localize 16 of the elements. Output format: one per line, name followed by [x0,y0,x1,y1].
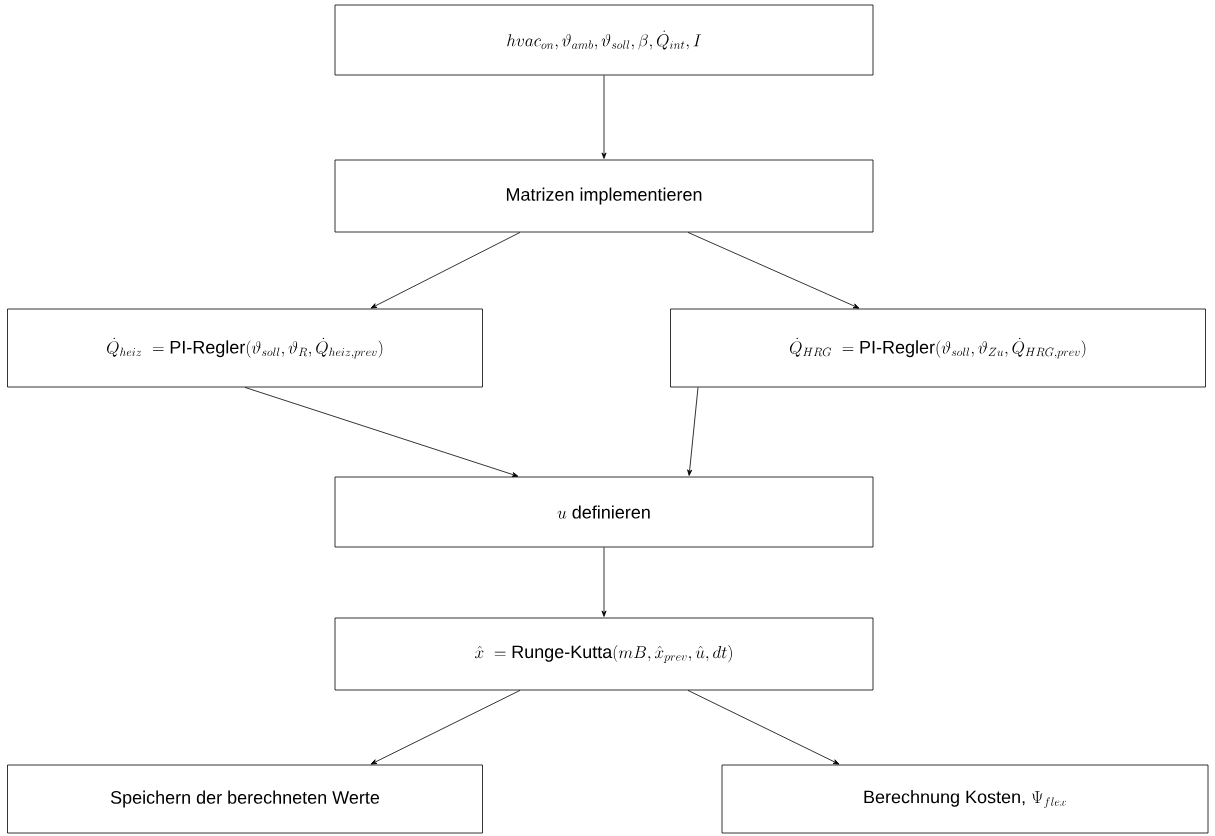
process-box: $\dot{Q}_{heiz}\ =\text{PI-Regler}(\vartheta_{soll}, \vartheta_{R}, \dot{Q}_{heiz,prev})$ [7,308,483,388]
process-box: $\dot{Q}_{HRG}\ =\text{PI-Regler}(\vartheta_{soll}, \vartheta_{Zu}, \dot{Q}_{HRG,prev})$ [670,308,1206,388]
arrow [687,690,840,765]
arrow [687,387,699,476]
arrow [601,547,607,617]
arrow [601,75,607,159]
arrow [244,387,519,477]
arrow [370,232,521,309]
process-box: $\text{Matrizen implementieren}$ [334,159,874,233]
process-box: $\text{Berechnung Kosten, }\Psi_{flex}$ [721,764,1209,834]
process-box: $u\text{ definieren}$ [334,476,874,548]
arrow [687,232,860,309]
process-box: $hvac_{on}, \vartheta_{amb}, \vartheta_{soll}, \beta, \dot{Q}_{int}, I$ [334,4,874,76]
process-box: $\text{Speichern der berechneten Werte}$ [7,764,483,834]
arrow [370,690,521,765]
process-box: $\hat{x}\ =\text{Runge-Kutta}(mB, \hat{x}_{prev}, \hat{u}, dt)$ [334,617,874,691]
